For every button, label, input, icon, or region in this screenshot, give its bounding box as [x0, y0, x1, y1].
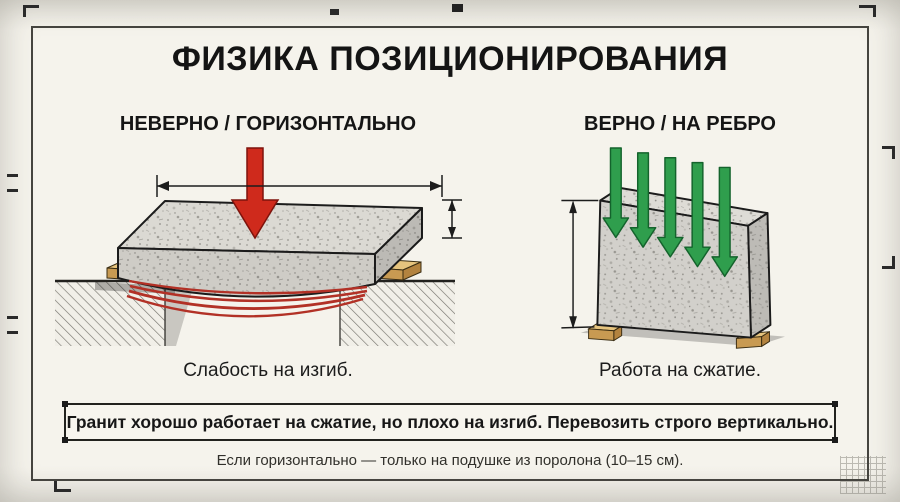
- page-title: ФИЗИКА ПОЗИЦИОНИРОВАНИЯ: [171, 40, 729, 78]
- green-down-arrows-icon: [602, 147, 739, 278]
- note-text: Гранит хорошо работает на сжатие, но пло…: [66, 411, 834, 432]
- granite-slab-flat: [117, 200, 423, 298]
- wrong-heading: НЕВЕРНО / ГОРИЗОНТАЛЬНО: [119, 113, 417, 135]
- wrong-caption: Слабость на изгиб.: [183, 360, 353, 381]
- correct-caption: Работа на сжатие.: [598, 360, 762, 381]
- ground-hatch: [55, 279, 455, 346]
- note-box: Гранит хорошо работает на сжатие, но пло…: [62, 401, 838, 443]
- note-box-corner-handle: [62, 437, 68, 443]
- note-box-corner-handle: [832, 401, 838, 407]
- correct-heading: ВЕРНО / НА РЕБРО: [584, 113, 776, 135]
- note-box-corner-handle: [832, 437, 838, 443]
- granite-slab-upright: [596, 186, 772, 339]
- slab-ground-shadow: [580, 323, 785, 347]
- bend-stress-lines: [126, 279, 368, 318]
- footer-note: Если горизонтально — только на подушке и…: [216, 452, 684, 469]
- height-dimension: [561, 199, 599, 329]
- red-down-arrow-icon: [230, 147, 280, 240]
- wrong-illustration: [55, 147, 462, 346]
- width-dimension: [156, 175, 443, 197]
- note-box-corner-handle: [62, 401, 68, 407]
- correct-illustration: [561, 147, 785, 349]
- thickness-dimension: [442, 199, 462, 239]
